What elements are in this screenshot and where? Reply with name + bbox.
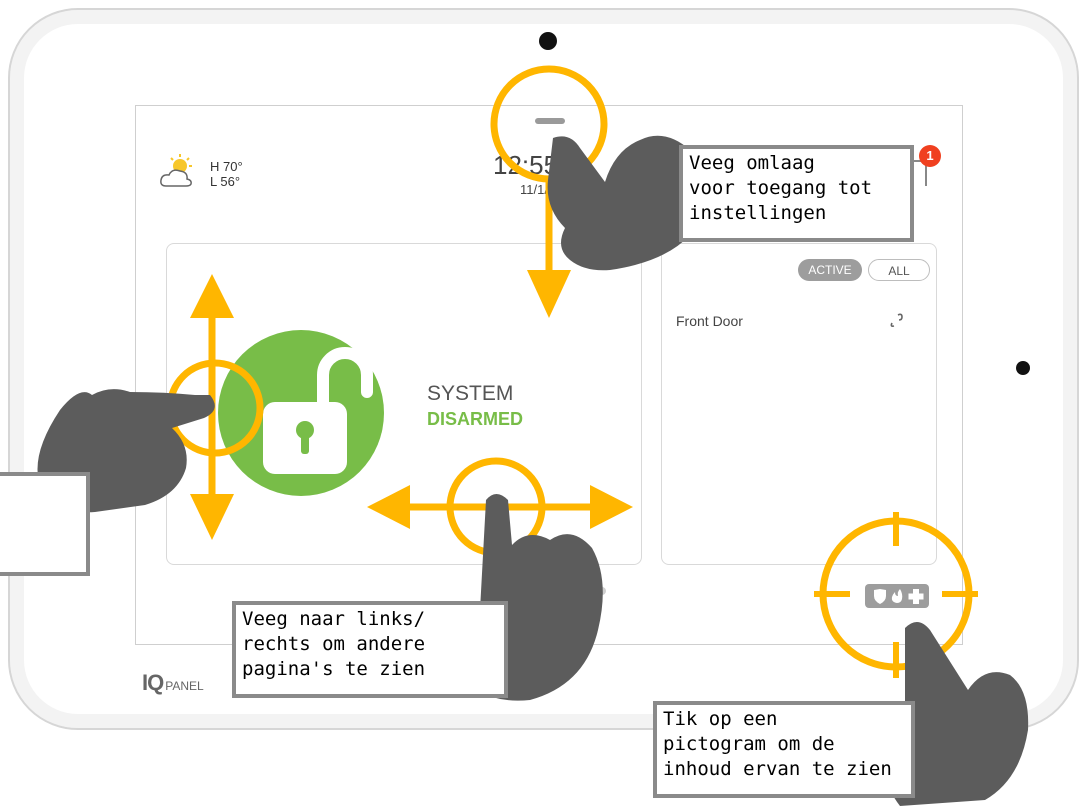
front-camera <box>539 32 557 50</box>
hint-swipe-down: Veeg omlaag voor toegang tot instellinge… <box>679 145 914 242</box>
messages-icon[interactable] <box>905 160 927 186</box>
hint-tap-icon-line1: Tik op een <box>663 708 778 730</box>
arm-button[interactable] <box>218 330 384 496</box>
shield-fire-medical-icon <box>874 589 924 604</box>
hint-swipe-sides-line3: pagina's te zien <box>242 658 426 680</box>
partly-cloudy-icon <box>160 154 192 187</box>
sensor-row[interactable]: Front Door <box>676 311 916 333</box>
notification-count: 1 <box>926 148 934 163</box>
hint-swipe-down-line1: Veeg omlaag <box>689 152 815 174</box>
hint-swipe-updown <box>0 472 90 576</box>
notification-badge[interactable]: 1 <box>919 145 941 167</box>
weather-high: H 70° <box>210 159 243 174</box>
brand-mark: IQ <box>142 670 164 695</box>
unlocked-padlock-icon <box>263 347 373 474</box>
side-sensor <box>1016 361 1030 375</box>
hint-swipe-sides: Veeg naar links/ rechts om andere pagina… <box>232 601 508 698</box>
sensor-name: Front Door <box>676 313 743 329</box>
filter-all-tab[interactable]: ALL <box>868 259 930 281</box>
hint-swipe-sides-line1: Veeg naar links/ <box>242 608 426 630</box>
emergency-button[interactable] <box>865 584 929 608</box>
disarmed-status: DISARMED <box>427 409 524 429</box>
hint-swipe-down-line2: voor toegang tot <box>689 177 873 199</box>
system-label: SYSTEM <box>427 382 514 405</box>
sensor-list-card <box>661 243 937 565</box>
open-link-icon <box>890 313 903 327</box>
filter-active-tab[interactable]: ACTIVE <box>798 259 862 281</box>
hint-swipe-down-line3: instellingen <box>689 202 827 224</box>
brand-word: PANEL <box>165 679 204 693</box>
hint-swipe-sides-line2: rechts om andere <box>242 633 426 655</box>
weather-low: L 56° <box>210 174 241 189</box>
weather-widget[interactable]: H 70° L 56° <box>158 152 268 192</box>
hint-tap-icon-line2: pictogram om de <box>663 733 835 755</box>
hint-tap-icon-line3: inhoud ervan te zien <box>663 758 892 780</box>
hint-tap-icon: Tik op een pictogram om de inhoud ervan … <box>653 701 915 798</box>
pulldown-handle[interactable] <box>535 118 565 124</box>
